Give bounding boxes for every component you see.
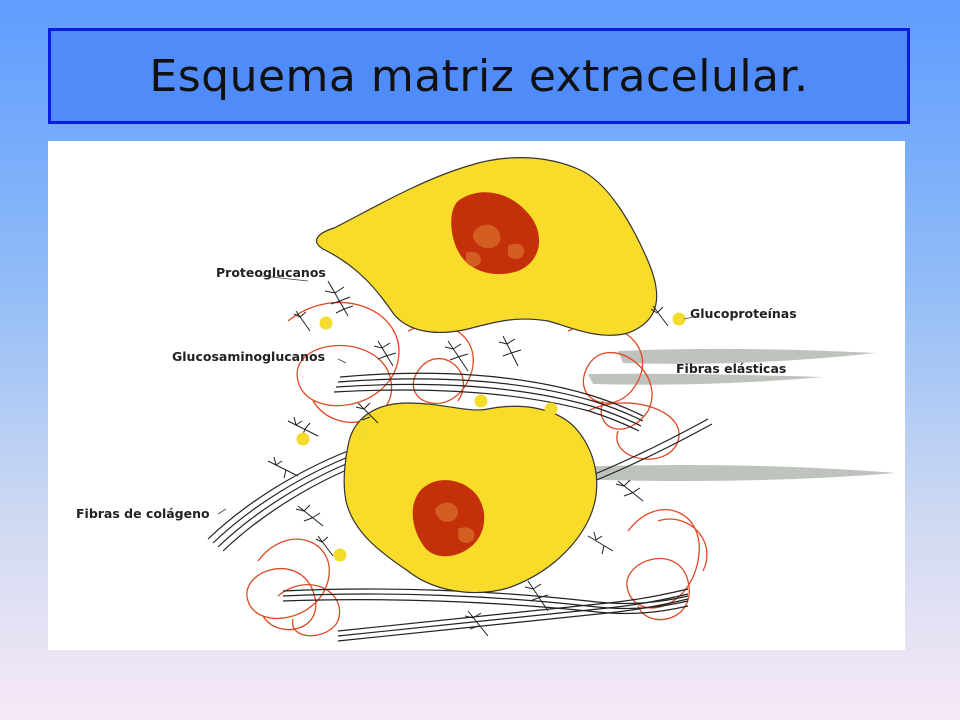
collagen-fibers [207,372,713,642]
label-glucosaminoglucanos: Glucosaminoglucanos [172,349,325,364]
title-box: Esquema matriz extracelular. [48,28,910,124]
slide-title: Esquema matriz extracelular. [149,50,809,102]
extracellular-matrix-diagram: Proteoglucanos Glucosaminoglucanos Fibra… [48,141,905,650]
elastic-fibers [568,348,896,481]
proteoglycan-branches [267,280,669,637]
glycoprotein-dots [296,312,686,562]
label-glucoproteinas: Glucoproteínas [690,306,797,321]
leader-lines [217,275,694,515]
upper-nucleolus [473,224,501,249]
label-proteoglucanos: Proteoglucanos [216,265,326,280]
upper-cell [315,157,658,336]
label-fibras-colageno: Fibras de colágeno [76,506,210,521]
lower-nucleolus [435,502,458,522]
label-fibras-elasticas: Fibras elásticas [676,361,786,376]
lower-cell [343,402,598,594]
